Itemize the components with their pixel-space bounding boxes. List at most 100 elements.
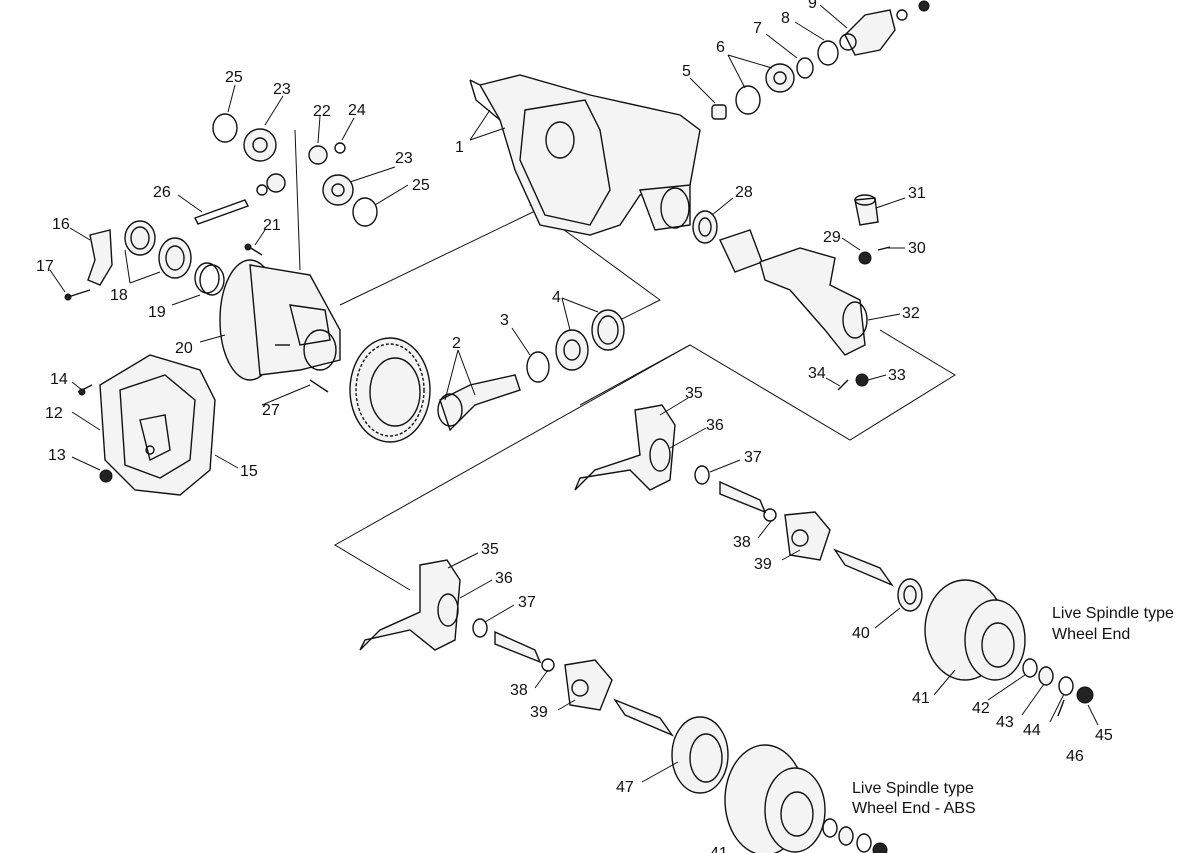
callout-31: 31	[908, 185, 926, 202]
ring-gear	[349, 337, 431, 443]
callout-13: 13	[48, 447, 66, 464]
hub-washers-lower	[822, 818, 888, 853]
callout-36a: 36	[706, 417, 724, 434]
callout-26: 26	[153, 184, 171, 201]
outer-axle-shaft-lower	[613, 698, 674, 737]
pinion-spacer	[526, 351, 550, 383]
callout-41a: 41	[912, 690, 930, 707]
wheel-hub-lower	[724, 744, 826, 853]
hub-seal-upper	[897, 578, 923, 612]
pinion-seal	[817, 40, 839, 66]
callout-3: 3	[500, 312, 509, 329]
steering-knuckle-arm	[759, 247, 868, 356]
callout-8: 8	[781, 10, 790, 27]
callout-22: 22	[313, 103, 331, 120]
cover-bolt	[77, 384, 93, 396]
note-abs-2: Wheel End - ABS	[852, 800, 976, 817]
callout-23b: 23	[395, 150, 413, 167]
differential-cover	[99, 354, 216, 496]
callout-14: 14	[50, 371, 68, 388]
u-joint-lower	[541, 658, 613, 711]
thrust-washers	[212, 113, 378, 227]
callout-9: 9	[808, 0, 817, 12]
callout-5: 5	[682, 63, 691, 80]
note-abs-1: Live Spindle type	[852, 780, 974, 797]
callout-41b: 41	[710, 845, 728, 853]
hub-washers-upper	[1022, 658, 1094, 717]
note-live-spindle-1: Live Spindle type	[1052, 605, 1174, 622]
callout-38a: 38	[733, 534, 751, 551]
knuckle-seal-upper	[694, 465, 710, 485]
outer-axle-shaft-upper	[833, 548, 894, 587]
callout-25a: 25	[225, 69, 243, 86]
pinion-nut	[711, 104, 727, 120]
bearing-cap-bolt	[64, 289, 91, 301]
callout-30: 30	[908, 240, 926, 257]
pinion-mate-gear	[266, 145, 328, 193]
u-joint-upper	[763, 508, 831, 561]
callout-39a: 39	[754, 556, 772, 573]
wheel-hub-upper	[924, 579, 1026, 681]
callout-40: 40	[852, 625, 870, 642]
callout-19: 19	[148, 304, 166, 321]
upper-ball-joint	[854, 194, 879, 226]
pinion-washer	[796, 57, 814, 79]
cover-drain-plug	[99, 469, 113, 483]
bearing-cap	[87, 229, 113, 286]
callout-20: 20	[175, 340, 193, 357]
tube-seal	[692, 210, 718, 244]
callout-34: 34	[808, 365, 826, 382]
leader-lines	[49, 4, 1099, 783]
pinion-yoke	[839, 0, 930, 56]
abs-tone-ring	[671, 716, 729, 794]
callout-36b: 36	[495, 570, 513, 587]
axle-tube-sleeve	[719, 229, 763, 273]
callout-42: 42	[972, 700, 990, 717]
callout-24: 24	[348, 102, 366, 119]
differential-case	[219, 259, 341, 381]
callout-44: 44	[1023, 722, 1041, 739]
callout-18: 18	[110, 287, 128, 304]
callout-7: 7	[753, 20, 762, 37]
callout-35b: 35	[481, 541, 499, 558]
callout-46: 46	[1066, 748, 1084, 765]
callout-12: 12	[45, 405, 63, 422]
callout-32: 32	[902, 305, 920, 322]
callout-25b: 25	[412, 177, 430, 194]
ring-gear-bolt	[244, 243, 263, 256]
callout-38b: 38	[510, 682, 528, 699]
callout-21: 21	[263, 217, 281, 234]
lock-pin	[309, 379, 329, 393]
callout-45: 45	[1095, 727, 1113, 744]
callout-2: 2	[452, 335, 461, 352]
bearing-shims	[194, 262, 225, 296]
axle-housing	[469, 74, 701, 236]
callout-15: 15	[240, 463, 258, 480]
knuckle-seal-lower	[472, 618, 488, 638]
callout-17: 17	[36, 258, 54, 275]
callout-16: 16	[52, 216, 70, 233]
carrier-bearing	[124, 220, 192, 279]
callout-29: 29	[823, 229, 841, 246]
pinion-gear	[437, 374, 521, 432]
note-live-spindle-2: Wheel End	[1052, 626, 1130, 643]
callout-6: 6	[716, 39, 725, 56]
callout-1: 1	[455, 139, 464, 156]
steering-knuckle-lower	[359, 559, 461, 651]
ball-joint-nut	[855, 251, 872, 387]
callout-33: 33	[888, 367, 906, 384]
callout-28: 28	[735, 184, 753, 201]
cross-shaft	[194, 199, 249, 225]
callout-23a: 23	[273, 81, 291, 98]
inner-axle-shaft-lower	[494, 630, 542, 664]
callout-4: 4	[552, 289, 561, 306]
callout-47: 47	[616, 779, 634, 796]
notes: Live Spindle type Wheel End Live Spindle…	[852, 605, 1174, 817]
inner-axle-shaft-upper	[719, 480, 767, 514]
callout-39b: 39	[530, 704, 548, 721]
callout-43: 43	[996, 714, 1014, 731]
steering-knuckle-upper	[574, 404, 676, 491]
callout-35a: 35	[685, 385, 703, 402]
callout-37b: 37	[518, 594, 536, 611]
